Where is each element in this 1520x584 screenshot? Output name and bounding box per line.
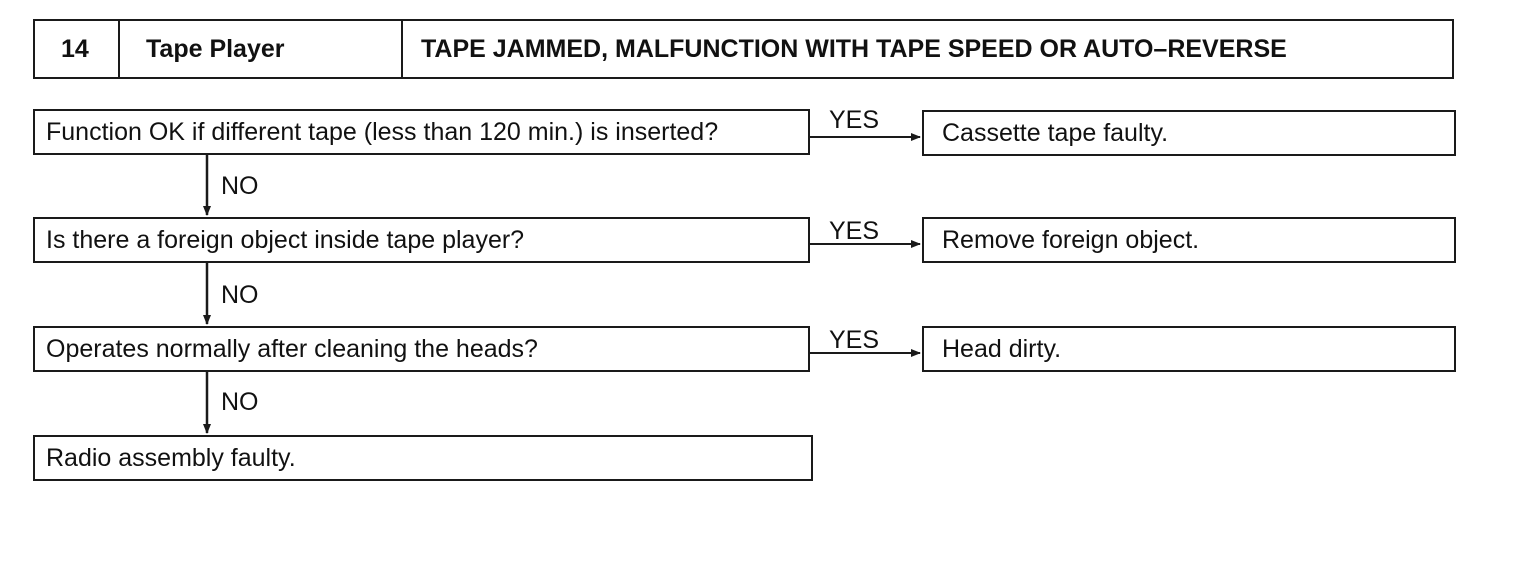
result-box-3: Head dirty. [922, 326, 1456, 372]
question-box-2: Is there a foreign object inside tape pl… [33, 217, 810, 263]
result-box-1: Cassette tape faulty. [922, 110, 1456, 156]
yes-label-2: YES [829, 217, 880, 245]
no-label-2: NO [221, 281, 259, 309]
question-box-3: Operates normally after cleaning the hea… [33, 326, 810, 372]
header-title: TAPE JAMMED, MALFUNCTION WITH TAPE SPEED… [421, 34, 1287, 63]
question-box-1: Function OK if different tape (less than… [33, 109, 810, 155]
header-number: 14 [35, 21, 120, 77]
no-label-3: NO [221, 388, 259, 416]
no-label-1: NO [221, 172, 259, 200]
header-system: Tape Player [120, 21, 403, 77]
yes-label-3: YES [829, 326, 880, 354]
result-box-2: Remove foreign object. [922, 217, 1456, 263]
yes-label-1: YES [829, 106, 880, 134]
final-result-box: Radio assembly faulty. [33, 435, 813, 481]
diagram-header: 14 Tape Player TAPE JAMMED, MALFUNCTION … [33, 19, 1454, 79]
